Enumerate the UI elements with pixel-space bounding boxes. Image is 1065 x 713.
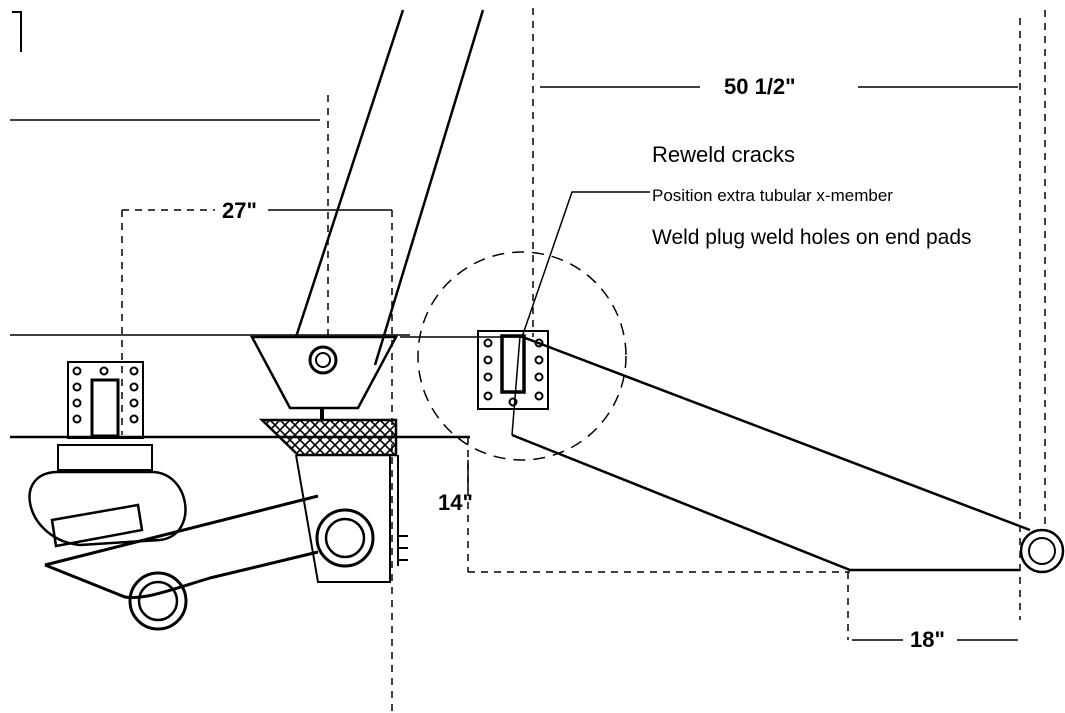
right-mount-slot <box>500 334 526 394</box>
dimension-18: 18" <box>910 627 945 652</box>
hanger-body <box>295 454 391 583</box>
airbag-wedge <box>50 503 144 548</box>
inspection-circle <box>417 251 627 461</box>
note-position-x-member: Position extra tubular x-member <box>652 186 893 205</box>
bracket-bushing-outer <box>308 345 338 375</box>
front-pivot-outer <box>315 508 375 568</box>
note-reweld-cracks: Reweld cracks <box>652 142 796 167</box>
note-weld-plug-holes: Weld plug weld holes on end pads <box>652 226 972 249</box>
rear-arm <box>511 334 1031 572</box>
trailing-arm <box>44 494 319 600</box>
hanger-clip <box>398 535 408 561</box>
rear-eye-inner <box>1028 537 1056 565</box>
axle-outer <box>128 571 188 631</box>
corner-mark <box>12 11 22 52</box>
airbag-upper <box>57 444 153 471</box>
note-leader <box>521 191 650 338</box>
dimension-27: 27" <box>222 198 257 223</box>
rear-arm-bend <box>511 335 521 436</box>
airbag-body <box>28 470 187 547</box>
left-mount-slot <box>90 378 120 438</box>
right-mount-plate <box>477 330 549 410</box>
front-pivot-inner <box>324 517 366 559</box>
rear-eye-outer <box>1019 528 1065 574</box>
strut-left-edge <box>294 9 405 338</box>
left-mount-plate <box>67 361 144 439</box>
strut-right-edge <box>373 9 485 366</box>
dimension-50-half: 50 1/2" <box>724 74 796 99</box>
strut-bracket <box>249 335 399 410</box>
dimension-14: 14" <box>438 490 473 515</box>
bracket-bushing-inner <box>315 352 331 368</box>
axle-inner <box>137 580 179 622</box>
crosshatch-pad <box>258 418 398 457</box>
